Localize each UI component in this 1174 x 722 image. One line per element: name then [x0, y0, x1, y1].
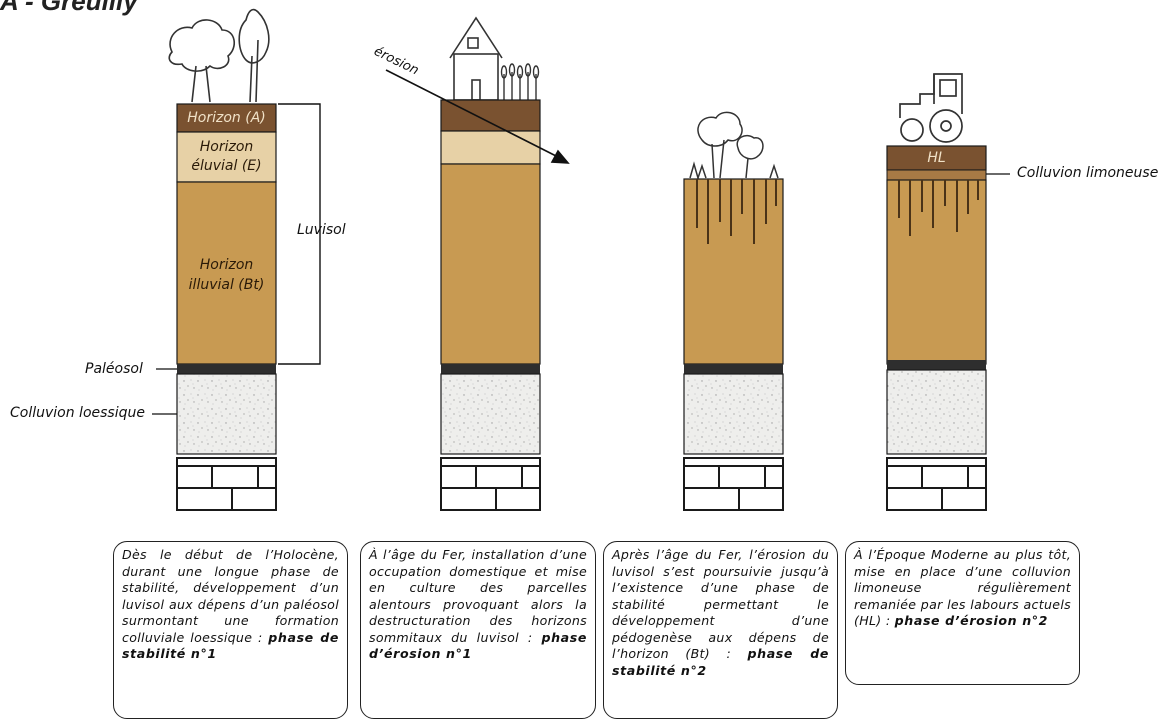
colluvion-limoneuse-layer: [887, 170, 986, 180]
column-4: [887, 74, 1010, 510]
colluvion-limoneuse-label: Colluvion limoneuse: [1017, 165, 1158, 181]
paleosol-label: Paléosol: [85, 361, 143, 377]
horizon-bt-label-line1: Horizon: [177, 256, 276, 274]
horizon-bt-layer: [441, 164, 540, 364]
column-3: [684, 112, 783, 510]
caption-phase-stabilite-1: Dès le début de l’Holocène, durant une l…: [113, 541, 348, 719]
horizon-bt-layer: [887, 180, 986, 364]
horizon-hl-label: HL: [887, 149, 986, 167]
tree-icon: [169, 10, 269, 102]
horizon-e-layer: [441, 131, 540, 164]
horizon-bt-label-line2: illuvial (Bt): [177, 276, 276, 294]
horizon-a-label: Horizon (A): [177, 109, 276, 127]
figure-title: A - Greuilly: [0, 0, 138, 17]
luvisol-label: Luvisol: [297, 222, 346, 238]
shrub-icon: [690, 112, 778, 178]
paleosol-layer: [684, 364, 783, 374]
bedrock-layer: [441, 458, 540, 510]
caption-phase-stabilite-2: Après l’âge du Fer, l’érosion du luvisol…: [603, 541, 838, 719]
caption-text: Après l’âge du Fer, l’érosion du luvisol…: [612, 547, 829, 661]
house-icon: [450, 18, 502, 100]
loess-layer: [177, 374, 276, 454]
column-2: [386, 18, 568, 510]
caption-phase-erosion-2: À l’Époque Moderne au plus tôt, mise en …: [845, 541, 1080, 685]
tractor-icon: [900, 74, 962, 142]
caption-phase-erosion-1: À l’âge du Fer, installation d’une occup…: [360, 541, 596, 719]
colluvion-loessique-label: Colluvion loessique: [10, 405, 145, 421]
bedrock-layer: [887, 458, 986, 510]
paleosol-layer: [441, 364, 540, 374]
horizon-e-label-line2: éluvial (E): [177, 157, 276, 175]
bedrock-layer: [177, 458, 276, 510]
horizon-e-label-line1: Horizon: [177, 138, 276, 156]
loess-layer: [887, 370, 986, 454]
paleosol-layer: [887, 360, 986, 370]
caption-bold: phase d’érosion n°2: [895, 613, 1048, 628]
bedrock-layer: [684, 458, 783, 510]
horizon-bt-layer: [684, 179, 783, 364]
paleosol-layer: [177, 364, 276, 374]
wheat-icon: [502, 64, 539, 100]
loess-layer: [684, 374, 783, 454]
loess-layer: [441, 374, 540, 454]
